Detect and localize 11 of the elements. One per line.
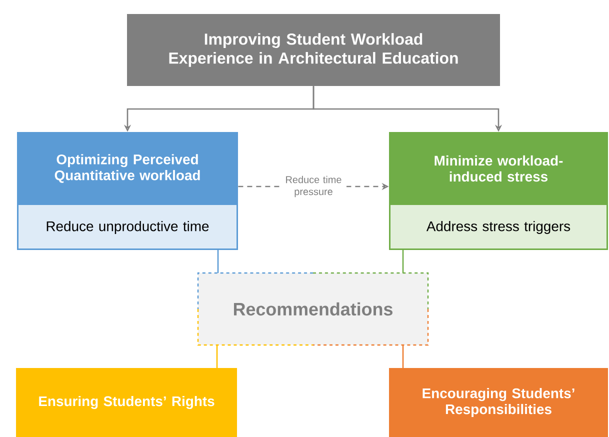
process-box: Optimizing Perceived Quantitative workload Reduce unproductive time [17,132,238,250]
recommendations-box: Recommendations [197,272,429,346]
connector-line [217,250,219,273]
title-box: Improving Student Workload Experience in Architectural Education [127,14,500,86]
process-box: Ensuring Students’ Rights [16,368,237,437]
connector-line [216,344,218,368]
process-box: Minimize workload-induced stress Address stress triggers [389,132,608,250]
connector-line [402,250,404,273]
edge-label: Reduce time pressure [280,174,346,200]
connector-line [402,344,404,368]
process-box: Encouraging Students’ Responsibilities [389,368,608,437]
